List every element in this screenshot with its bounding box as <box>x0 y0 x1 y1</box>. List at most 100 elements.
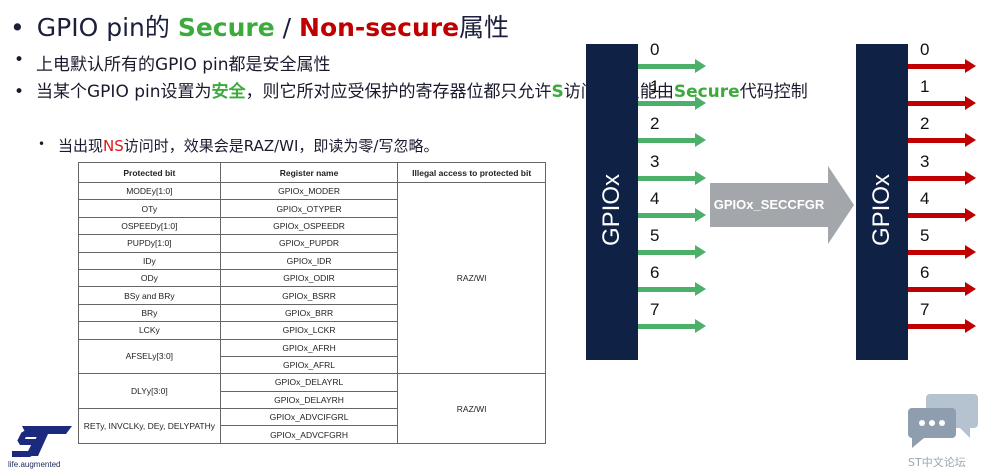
chat-bubbles-icon <box>908 394 978 448</box>
pin-arrow-right-0 <box>908 59 976 73</box>
table-row: DLYy[3:0] GPIOx_DELAYRL RAZ/WI <box>78 373 546 444</box>
protected-bit-cell: OSPEEDy[1:0] <box>78 216 221 236</box>
seccfgr-arrow-tip <box>828 166 854 244</box>
bullet-ns-access: • 当出现NS访问时，效果会是RAZ/WI，即读为零/写忽略。 <box>38 135 438 156</box>
arrow-shaft <box>908 287 966 293</box>
pin-arrow-left-1 <box>638 96 706 111</box>
st-logo-icon <box>12 426 72 457</box>
bullet-default-secure: • 上电默认所有的GPIO pin都是安全属性 <box>14 50 331 75</box>
pin-arrow-left-7 <box>638 319 706 334</box>
bullet-2-text-2: ，则它所对应受保护的寄存器位都只允许 <box>245 82 552 102</box>
arrow-head-icon <box>965 245 976 259</box>
register-name-cell: GPIOx_ADVCIFGRL <box>219 408 399 427</box>
pin-arrow-right-3 <box>908 170 976 185</box>
arrow-head-icon <box>965 207 976 222</box>
protected-bit-cell: ODy <box>78 268 221 288</box>
table-row: RETy, INVCLKy, DEy, DELYPATHy GPIOx_ADVC… <box>78 408 546 444</box>
register-name-cell: GPIOx_AFRH <box>219 338 399 357</box>
title-prefix: GPIO pin的 <box>36 13 178 42</box>
pin-arrow-left-4 <box>638 207 706 222</box>
register-name-cell: GPIOx_PUPDR <box>219 234 399 253</box>
pin-number-left-0: 0 <box>650 40 660 59</box>
pin-number-right-1: 1 <box>920 77 930 97</box>
protected-bit-cell: IDy <box>78 251 221 270</box>
arrow-shaft <box>908 250 966 255</box>
bullet-2-safe: 安全 <box>211 82 246 102</box>
arrow-head-icon <box>695 245 706 259</box>
pin-arrow-right-6 <box>908 282 976 297</box>
arrow-head-icon <box>965 59 976 73</box>
register-name-cell: GPIOx_OTYPER <box>219 199 399 218</box>
pin-arrow-right-2 <box>908 133 976 148</box>
register-name-cell: GPIOx_DELAYRL <box>219 373 399 392</box>
bullet-secure-access: • 当某个GPIO pin设置为安全，则它所对应受保护的寄存器位都只允许S访问 … <box>14 80 808 105</box>
arrow-head-icon <box>695 170 706 185</box>
arrow-head-icon <box>695 133 706 148</box>
protected-bit-cell: BRy <box>78 303 221 323</box>
pin-number-left-3: 3 <box>650 151 660 171</box>
table-row: GPIOx_ADVCFGRH <box>79 425 546 444</box>
header-protected-bit: Protected bit <box>78 162 221 183</box>
arrow-shaft <box>638 287 696 293</box>
pin-arrow-left-5 <box>638 245 706 259</box>
register-name-cell: GPIOx_ADVCFGRH <box>219 425 399 444</box>
register-name-cell: GPIOx_DELAYRH <box>219 390 399 410</box>
arrow-shaft <box>638 64 696 69</box>
register-name-cell: GPIOx_BRR <box>219 303 399 323</box>
pin-number-left-7: 7 <box>650 300 660 320</box>
bullet-1-text: 上电默认所有的GPIO pin都是安全属性 <box>36 55 331 75</box>
arrow-head-icon <box>695 282 706 297</box>
forum-label: ST中文论坛 <box>908 456 966 469</box>
arrow-head-icon <box>965 96 976 111</box>
protected-bits-table: Protected bit Register name Illegal acce… <box>78 162 546 444</box>
pin-arrow-right-7 <box>908 319 976 334</box>
bullet-3-ns: NS <box>103 137 124 155</box>
register-name-cell: GPIOx_ODIR <box>219 268 399 288</box>
bullet-3-text-1: 当出现 <box>58 137 104 155</box>
title-suffix: 属性 <box>459 13 510 42</box>
protected-bit-cell: RETy, INVCLKy, DEy, DELYPATHy <box>78 408 221 444</box>
title-bullet: • <box>10 13 25 42</box>
arrow-shaft <box>638 138 696 144</box>
register-name-cell: GPIOx_IDR <box>219 251 399 270</box>
pin-number-right-2: 2 <box>920 114 930 134</box>
bullet-dot: • <box>38 137 46 151</box>
arrow-head-icon <box>965 170 976 185</box>
arrow-shaft <box>908 138 966 144</box>
protected-bit-cell: BSy and BRy <box>78 286 221 305</box>
arrow-head-icon <box>695 96 706 111</box>
bullet-2-s: S <box>551 82 564 102</box>
register-name-cell: GPIOx_OSPEEDR <box>219 216 399 236</box>
pin-number-right-7: 7 <box>920 300 930 320</box>
bullet-dot: • <box>14 50 25 70</box>
header-illegal-access: Illegal access to protected bit <box>397 162 546 183</box>
register-name-cell: GPIOx_BSRR <box>219 286 399 305</box>
pin-number-left-4: 4 <box>650 188 660 208</box>
pin-number-right-3: 3 <box>920 151 930 171</box>
protected-bit-cell: PUPDy[1:0] <box>78 234 221 253</box>
arrow-head-icon <box>965 282 976 297</box>
arrow-shaft <box>638 175 696 181</box>
bullet-2-secure: Secure <box>673 82 740 102</box>
pin-arrow-left-6 <box>638 282 706 297</box>
pin-arrow-right-4 <box>908 207 976 222</box>
register-name-cell: GPIOx_LCKR <box>219 321 399 340</box>
bullet-2-text-4: 代码控制 <box>739 82 808 102</box>
pin-arrow-left-0 <box>638 59 706 73</box>
gpio-block-nonsecure <box>586 44 638 360</box>
title-separator: / <box>274 13 300 42</box>
protected-bit-cell: AFSELy[3:0] <box>78 338 221 375</box>
pin-number-left-5: 5 <box>650 226 660 245</box>
arrow-head-icon <box>695 59 706 73</box>
pin-arrow-left-2 <box>638 133 706 148</box>
pin-number-right-6: 6 <box>920 263 930 283</box>
protected-bit-cell: LCKy <box>78 321 221 340</box>
arrow-head-icon <box>695 207 706 222</box>
gpio-block-label-right: GPIOx <box>868 173 895 246</box>
logo-tagline: life.augmented <box>8 460 61 469</box>
pin-number-left-2: 2 <box>650 114 660 134</box>
illegal-access-cell: RAZ/WI <box>397 373 546 444</box>
